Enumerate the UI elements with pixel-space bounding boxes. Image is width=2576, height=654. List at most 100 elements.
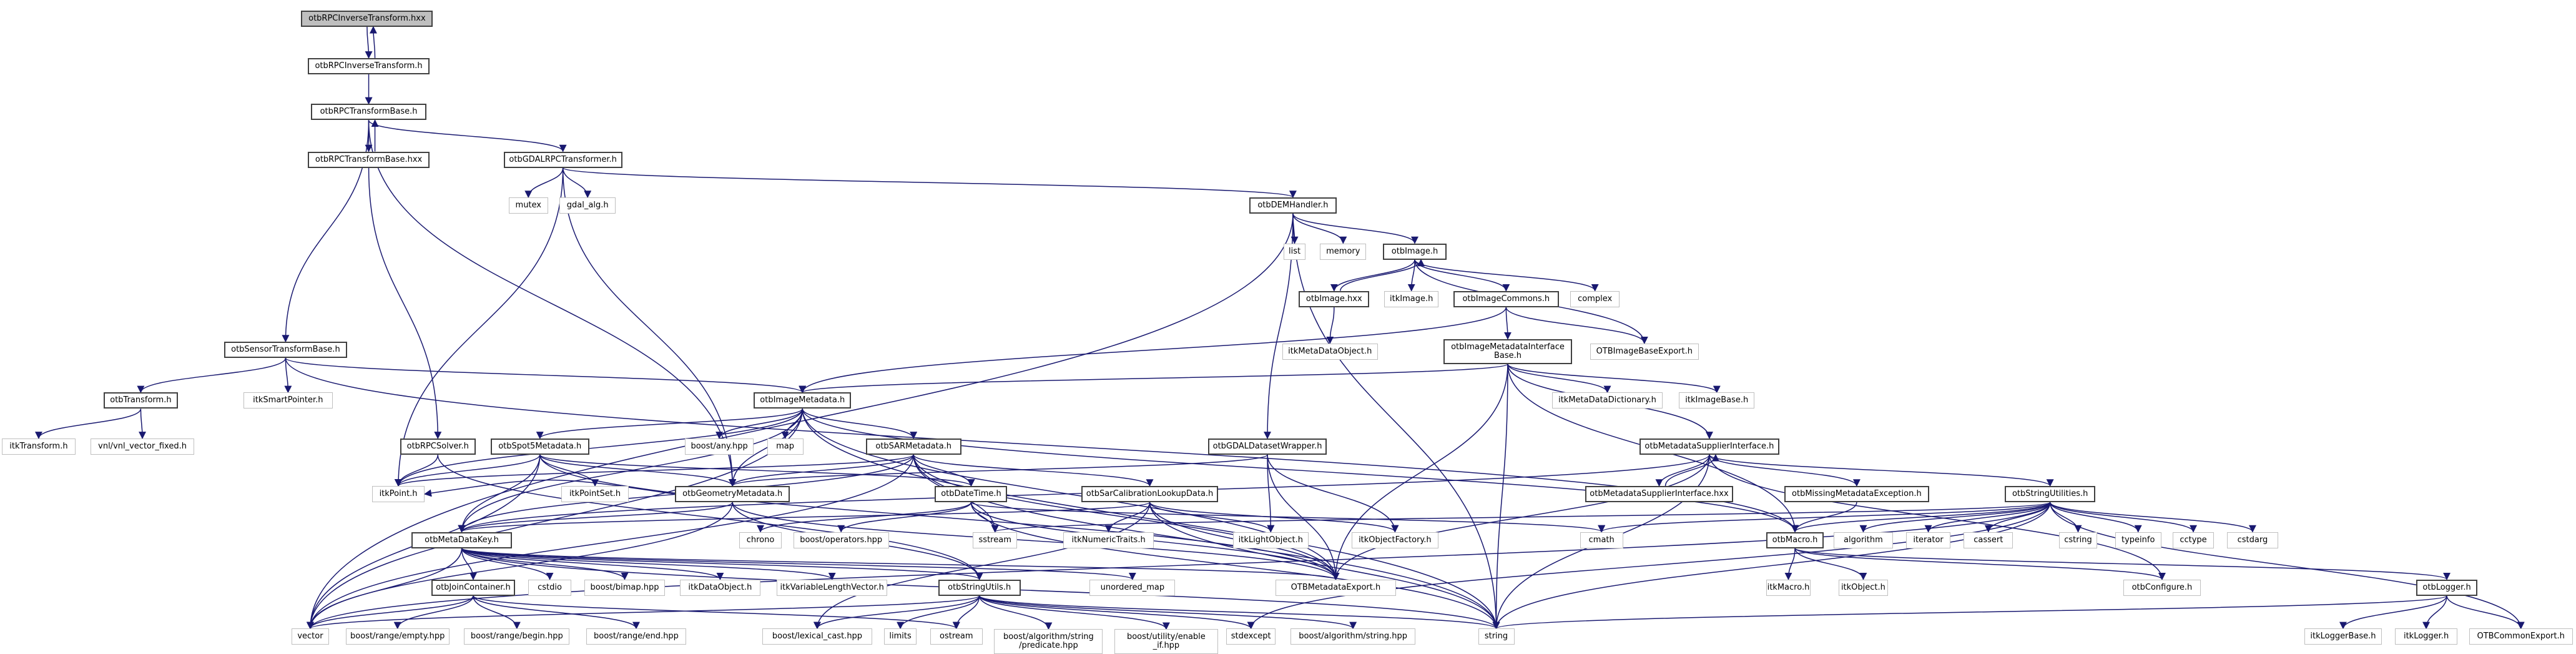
graph-node[interactable]: boost/algorithm/string /predicate.hpp — [994, 629, 1103, 654]
graph-node[interactable]: typeinfo — [2115, 532, 2161, 548]
graph-node[interactable]: mutex — [508, 197, 548, 214]
graph-node[interactable]: otbImageMetadata.h — [754, 392, 852, 409]
graph-node[interactable]: itkLoggerBase.h — [2304, 628, 2382, 645]
graph-node[interactable]: itkDataObject.h — [679, 579, 760, 596]
graph-node[interactable]: gdal_alg.h — [559, 197, 616, 214]
graph-node[interactable]: otbImage.hxx — [1299, 290, 1370, 307]
graph-node[interactable]: cmath — [1580, 532, 1623, 548]
graph-node[interactable]: cstdarg — [2227, 532, 2278, 548]
graph-node[interactable]: memory — [1320, 243, 1367, 260]
graph-node[interactable]: algorithm — [1833, 532, 1893, 548]
graph-node[interactable]: otbImageCommons.h — [1453, 290, 1559, 307]
graph-node[interactable]: cctype — [2173, 532, 2214, 548]
graph-node[interactable]: stdexcept — [1226, 628, 1276, 645]
graph-node[interactable]: otbMetadataSupplierInterface.hxx — [1585, 486, 1734, 502]
graph-node[interactable]: otbStringUtils.h — [938, 579, 1021, 596]
dependency-edge — [970, 502, 1500, 630]
graph-node[interactable]: otbRPCInverseTransform.h — [308, 57, 430, 74]
graph-node[interactable]: itkLogger.h — [2394, 628, 2458, 645]
graph-node[interactable]: boost/operators.hpp — [793, 532, 889, 548]
dependency-edge — [2049, 502, 2525, 630]
graph-node[interactable]: map — [767, 438, 804, 455]
dependency-edge — [729, 454, 914, 487]
dependency-edge — [799, 363, 1508, 394]
graph-node[interactable]: limits — [883, 628, 917, 645]
graph-node[interactable]: otbRPCSolver.h — [400, 438, 476, 455]
graph-node[interactable]: itkSmartPointer.h — [243, 392, 333, 409]
graph-node[interactable]: otbSarCalibrationLookupData.h — [1081, 486, 1218, 502]
graph-node[interactable]: itkPoint.h — [371, 486, 425, 502]
dependency-edge — [978, 595, 1500, 630]
graph-node[interactable]: iterator — [1905, 532, 1951, 548]
graph-node[interactable]: otbMetaDataKey.h — [411, 532, 512, 548]
dependency-edge — [307, 454, 914, 630]
graph-node[interactable]: unordered_map — [1089, 579, 1176, 596]
graph-node[interactable]: otbTransform.h — [104, 392, 178, 409]
graph-node[interactable]: otbDEMHandler.h — [1249, 197, 1337, 214]
graph-node[interactable]: boost/any.hpp — [684, 438, 754, 455]
graph-node[interactable]: boost/range/end.hpp — [586, 628, 687, 645]
graph-node[interactable]: itkVariableLengthVector.h — [777, 579, 888, 596]
dependency-edge — [562, 167, 1297, 199]
graph-node[interactable]: itkMacro.h — [1766, 579, 1811, 596]
graph-node[interactable]: otbSARMetadata.h — [865, 438, 961, 455]
graph-node[interactable]: cstdio — [528, 579, 571, 596]
graph-node[interactable]: itkObject.h — [1838, 579, 1888, 596]
graph-node[interactable]: otbImageMetadataInterface Base.h — [1443, 339, 1572, 364]
graph-node[interactable]: itkPointSet.h — [561, 486, 629, 502]
graph-node[interactable]: complex — [1570, 290, 1620, 307]
graph-node[interactable]: string — [1478, 628, 1515, 645]
dependency-edge — [1492, 502, 2051, 630]
graph-node[interactable]: otbGeometryMetadata.h — [674, 486, 790, 502]
graph-node[interactable]: otbStringUtilities.h — [2005, 486, 2096, 502]
graph-node[interactable]: OTBMetadataExport.h — [1276, 579, 1396, 596]
dependency-edge — [539, 454, 599, 487]
graph-node[interactable]: otbGDALRPCTransformer.h — [503, 151, 622, 168]
graph-node[interactable]: boost/algorithm/string.hpp — [1290, 628, 1416, 645]
graph-node[interactable]: boost/bimap.hpp — [584, 579, 666, 596]
graph-node[interactable]: boost/utility/enable _if.hpp — [1114, 629, 1218, 654]
graph-node[interactable]: otbRPCTransformBase.hxx — [308, 151, 430, 168]
graph-node[interactable]: otbSensorTransformBase.h — [224, 342, 348, 358]
dependency-edge — [2446, 595, 2525, 630]
graph-node[interactable]: otbJoinContainer.h — [431, 579, 516, 596]
dependency-edge — [437, 454, 983, 580]
graph-node[interactable]: otbMacro.h — [1766, 532, 1824, 548]
graph-node[interactable]: itkImage.h — [1384, 290, 1439, 307]
graph-node[interactable]: vector — [291, 628, 330, 645]
dependency-edge — [837, 502, 972, 533]
graph-node[interactable]: boost/lexical_cast.hpp — [762, 628, 873, 645]
graph-node[interactable]: otbRPCTransformBase.h — [311, 104, 426, 121]
dependency-edge — [539, 454, 975, 487]
graph-node[interactable]: ostream — [930, 628, 983, 645]
graph-node[interactable]: itkLightObject.h — [1232, 532, 1309, 548]
graph-node[interactable]: OTBCommonExport.h — [2469, 628, 2573, 645]
graph-node[interactable]: cassert — [1964, 532, 2013, 548]
graph-node[interactable]: vnl/vnl_vector_fixed.h — [91, 438, 195, 455]
graph-node[interactable]: list — [1284, 243, 1305, 260]
graph-node[interactable]: otbMissingMetadataException.h — [1784, 486, 1929, 502]
graph-node[interactable]: otbImage.h — [1382, 243, 1447, 260]
graph-node[interactable]: otbConfigure.h — [2123, 579, 2201, 596]
dependency-edge — [458, 502, 1151, 533]
graph-node[interactable]: OTBImageBaseExport.h — [1590, 343, 1699, 360]
graph-node[interactable]: cstring — [2059, 532, 2097, 548]
graph-node[interactable]: itkMetaDataObject.h — [1282, 343, 1378, 360]
graph-node[interactable]: itkObjectFactory.h — [1351, 532, 1439, 548]
graph-node[interactable]: boost/range/empty.hpp — [345, 628, 450, 645]
graph-node[interactable]: itkTransform.h — [1, 438, 76, 455]
graph-node[interactable]: itkNumericTraits.h — [1063, 532, 1154, 548]
graph-node[interactable]: chrono — [739, 532, 782, 548]
graph-node[interactable]: otbRPCInverseTransform.hxx — [301, 10, 433, 27]
graph-node[interactable]: otbLogger.h — [2416, 579, 2477, 596]
graph-node[interactable]: itkMetaDataDictionary.h — [1552, 392, 1663, 409]
graph-node[interactable]: otbDateTime.h — [935, 486, 1008, 502]
dependency-edge — [461, 547, 1136, 580]
graph-node[interactable]: otbMetadataSupplierInterface.h — [1639, 438, 1779, 455]
graph-node[interactable]: otbSpot5Metadata.h — [490, 438, 589, 455]
graph-node[interactable]: sstream — [973, 532, 1018, 548]
graph-node[interactable]: otbGDALDatasetWrapper.h — [1208, 438, 1327, 455]
graph-node[interactable]: boost/range/begin.hpp — [464, 628, 570, 645]
graph-node[interactable]: itkImageBase.h — [1679, 392, 1755, 409]
dependency-edge — [1414, 259, 1510, 292]
